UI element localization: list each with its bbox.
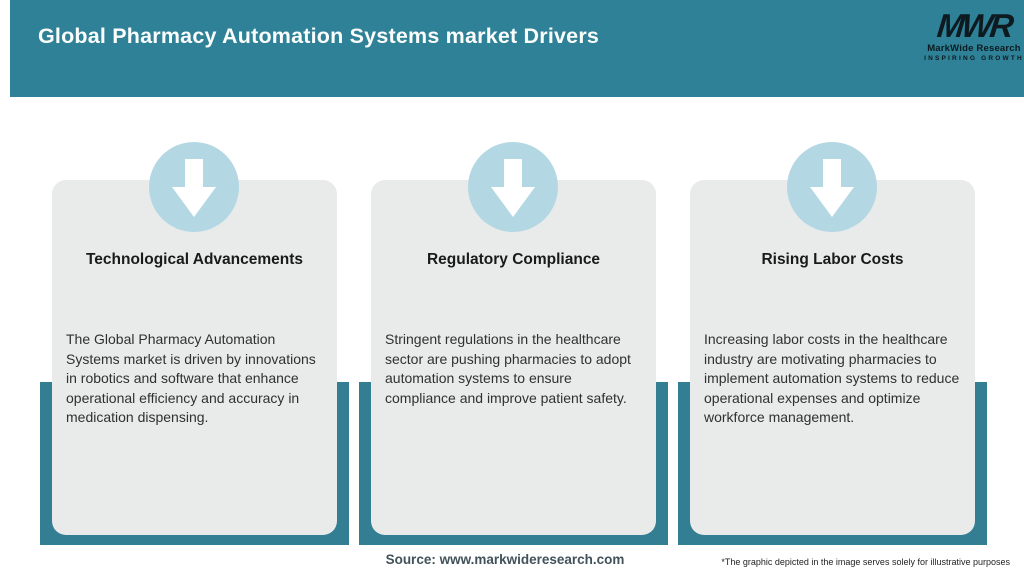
source-attribution: Source: www.markwideresearch.com [385,552,625,567]
card-title: Technological Advancements [85,251,304,268]
arrow-down-icon [172,157,216,217]
card-panel: Regulatory Compliance Stringent regulati… [371,180,656,535]
arrow-down-icon [491,157,535,217]
card-body-text: Increasing labor costs in the healthcare… [704,331,960,425]
card-panel: Technological Advancements The Global Ph… [52,180,337,535]
logo-monogram: MWR [935,7,1013,44]
arrow-circle-badge [787,142,877,232]
arrow-circle-badge [149,142,239,232]
driver-card-rising-labor-costs: Rising Labor Costs Increasing labor cost… [678,142,987,545]
card-panel: Rising Labor Costs Increasing labor cost… [690,180,975,535]
page-title: Global Pharmacy Automation Systems marke… [38,24,600,48]
card-title: Regulatory Compliance [426,251,601,268]
card-title: Rising Labor Costs [761,251,904,268]
disclaimer-note: *The graphic depicted in the image serve… [721,557,1010,567]
arrow-down-icon [810,157,854,217]
header-bar: Global Pharmacy Automation Systems marke… [10,0,1024,97]
card-body-text: The Global Pharmacy Automation Systems m… [66,331,316,425]
driver-card-technological-advancements: Technological Advancements The Global Ph… [40,142,349,545]
logo-tagline: INSPIRING GROWTH [924,55,1024,62]
logo-name: MarkWide Research [927,43,1021,54]
markwide-research-logo: MWR MarkWide Research INSPIRING GROWTH [920,7,1024,62]
driver-card-regulatory-compliance: Regulatory Compliance Stringent regulati… [359,142,668,545]
card-body-text: Stringent regulations in the healthcare … [385,331,631,406]
arrow-circle-badge [468,142,558,232]
